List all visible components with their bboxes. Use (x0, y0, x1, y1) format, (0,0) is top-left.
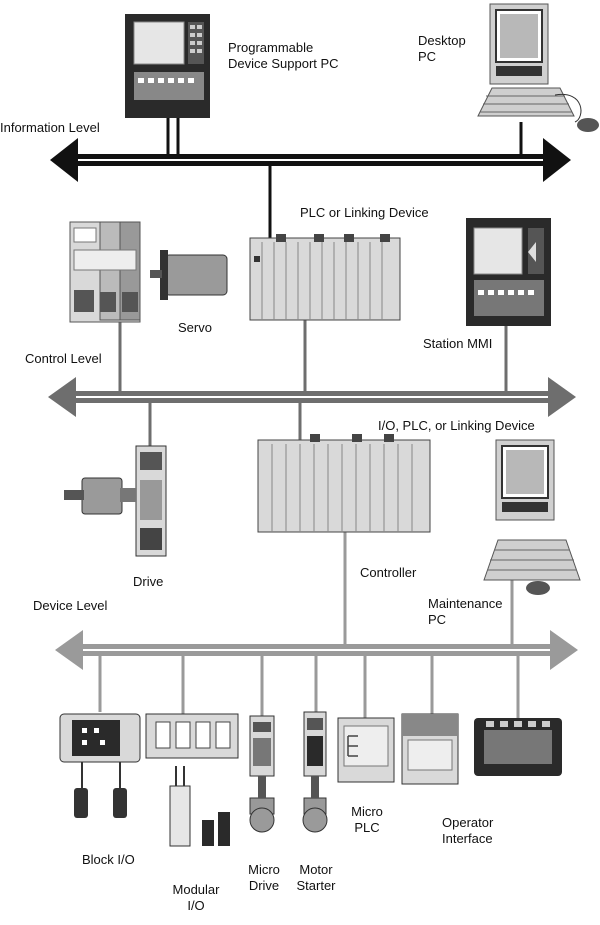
operator-interface-printer-icon (401, 713, 459, 785)
servo-motor-icon (150, 250, 228, 300)
device-level-bus (55, 630, 578, 670)
micro-drive-label: Micro Drive (248, 862, 280, 893)
modular-io-icon (145, 713, 239, 847)
desktop-pc-icon (477, 3, 599, 132)
io-plc-linking-device-label: I/O, PLC, or Linking Device (378, 418, 535, 433)
maintenance-pc-icon (483, 439, 581, 595)
control-level-label: Control Level (25, 351, 102, 366)
device-level-label: Device Level (33, 598, 108, 613)
operator-interface-label: Operator Interface (442, 815, 494, 846)
motor-starter-icon (302, 711, 328, 833)
drive-label: Drive (133, 574, 164, 589)
plc-linking-device-label: PLC or Linking Device (300, 205, 429, 220)
control-level-bus (48, 377, 576, 417)
desktop-pc-label: Desktop PC (418, 33, 466, 64)
controller-label: Controller (360, 565, 417, 580)
station-mmi-icon (466, 218, 551, 326)
block-io-icon (59, 713, 141, 818)
motor-starter-label: Motor Starter (296, 862, 336, 893)
maintenance-pc-label: Maintenance PC (428, 596, 503, 627)
plc-chassis-icon (249, 234, 401, 321)
io-plc-chassis-icon (257, 434, 431, 533)
servo-drive-rack-icon (69, 221, 141, 323)
micro-plc-label: Micro PLC (351, 804, 383, 835)
modular-io-label: Modular I/O (172, 882, 220, 913)
information-level-label: Information Level (0, 120, 100, 135)
micro-drive-icon (249, 715, 275, 833)
servo-label: Servo (178, 320, 212, 335)
micro-plc-icon (337, 717, 395, 783)
programmable-pc-icon (125, 14, 210, 118)
block-io-label: Block I/O (82, 852, 135, 867)
programmable-pc-label: Programmable Device Support PC (228, 40, 339, 71)
drive-motor-icon (64, 477, 136, 515)
operator-interface-panel-icon (474, 718, 562, 776)
station-mmi-label: Station MMI (423, 336, 493, 351)
drive-icon (135, 445, 167, 557)
information-level-bus (50, 138, 571, 182)
